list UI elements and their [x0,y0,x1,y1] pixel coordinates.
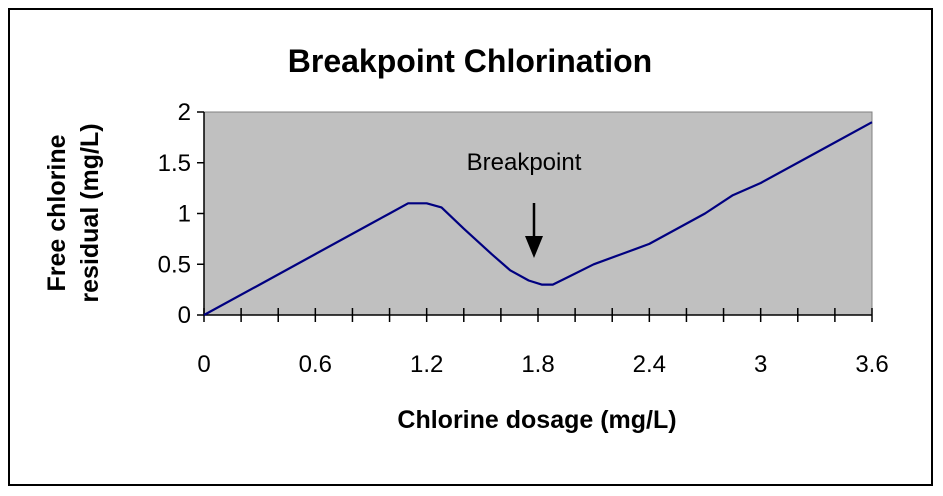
y-axis-label-line1: Free chlorine [43,134,71,291]
breakpoint-arrow-head [525,236,543,258]
y-tick-label: 2 [178,99,191,126]
x-tick-label: 1.8 [521,351,554,378]
y-tick-label: 1.5 [158,150,191,177]
y-tick-label: 0.5 [158,251,191,278]
y-tick-label: 1 [178,201,191,228]
x-tick-label: 3 [754,351,767,378]
x-tick-label: 2.4 [633,351,666,378]
x-tick-label: 1.2 [410,351,443,378]
chart-title: Breakpoint Chlorination [288,43,652,79]
plot-area [203,111,873,316]
x-tick-label: 0.6 [299,351,332,378]
x-tick-label: 0 [197,351,210,378]
y-tick-label: 0 [178,302,191,329]
x-axis-label: Chlorine dosage (mg/L) [397,406,676,434]
series-line [203,121,873,316]
breakpoint-annotation: Breakpoint [467,149,582,176]
y-axis-label-line2: residual (mg/L) [76,123,104,302]
x-tick-label: 3.6 [855,351,888,378]
